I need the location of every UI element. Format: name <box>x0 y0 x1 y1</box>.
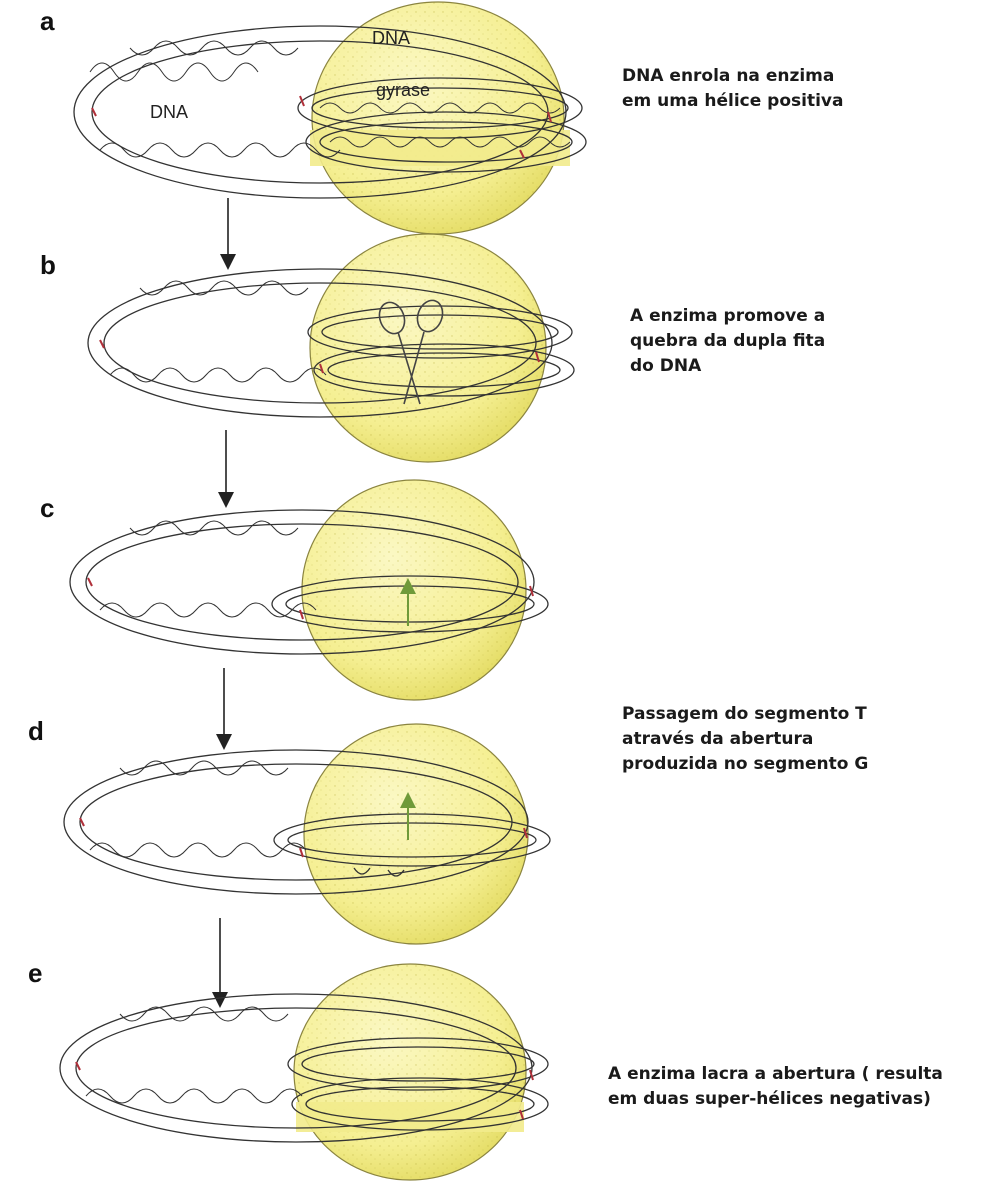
step-a-diagram: DNA DNA gyrase <box>74 2 586 234</box>
step-b-diagram <box>88 234 574 462</box>
enzyme-label-line1: DNA <box>372 28 410 48</box>
enzyme-sphere <box>294 964 526 1180</box>
enzyme-label-line2: gyrase <box>376 80 430 100</box>
dna-label: DNA <box>150 102 188 122</box>
step-e-diagram <box>60 964 548 1180</box>
step-d-diagram <box>64 724 550 944</box>
enzyme-sphere <box>304 724 528 944</box>
step-c-diagram <box>70 480 548 700</box>
